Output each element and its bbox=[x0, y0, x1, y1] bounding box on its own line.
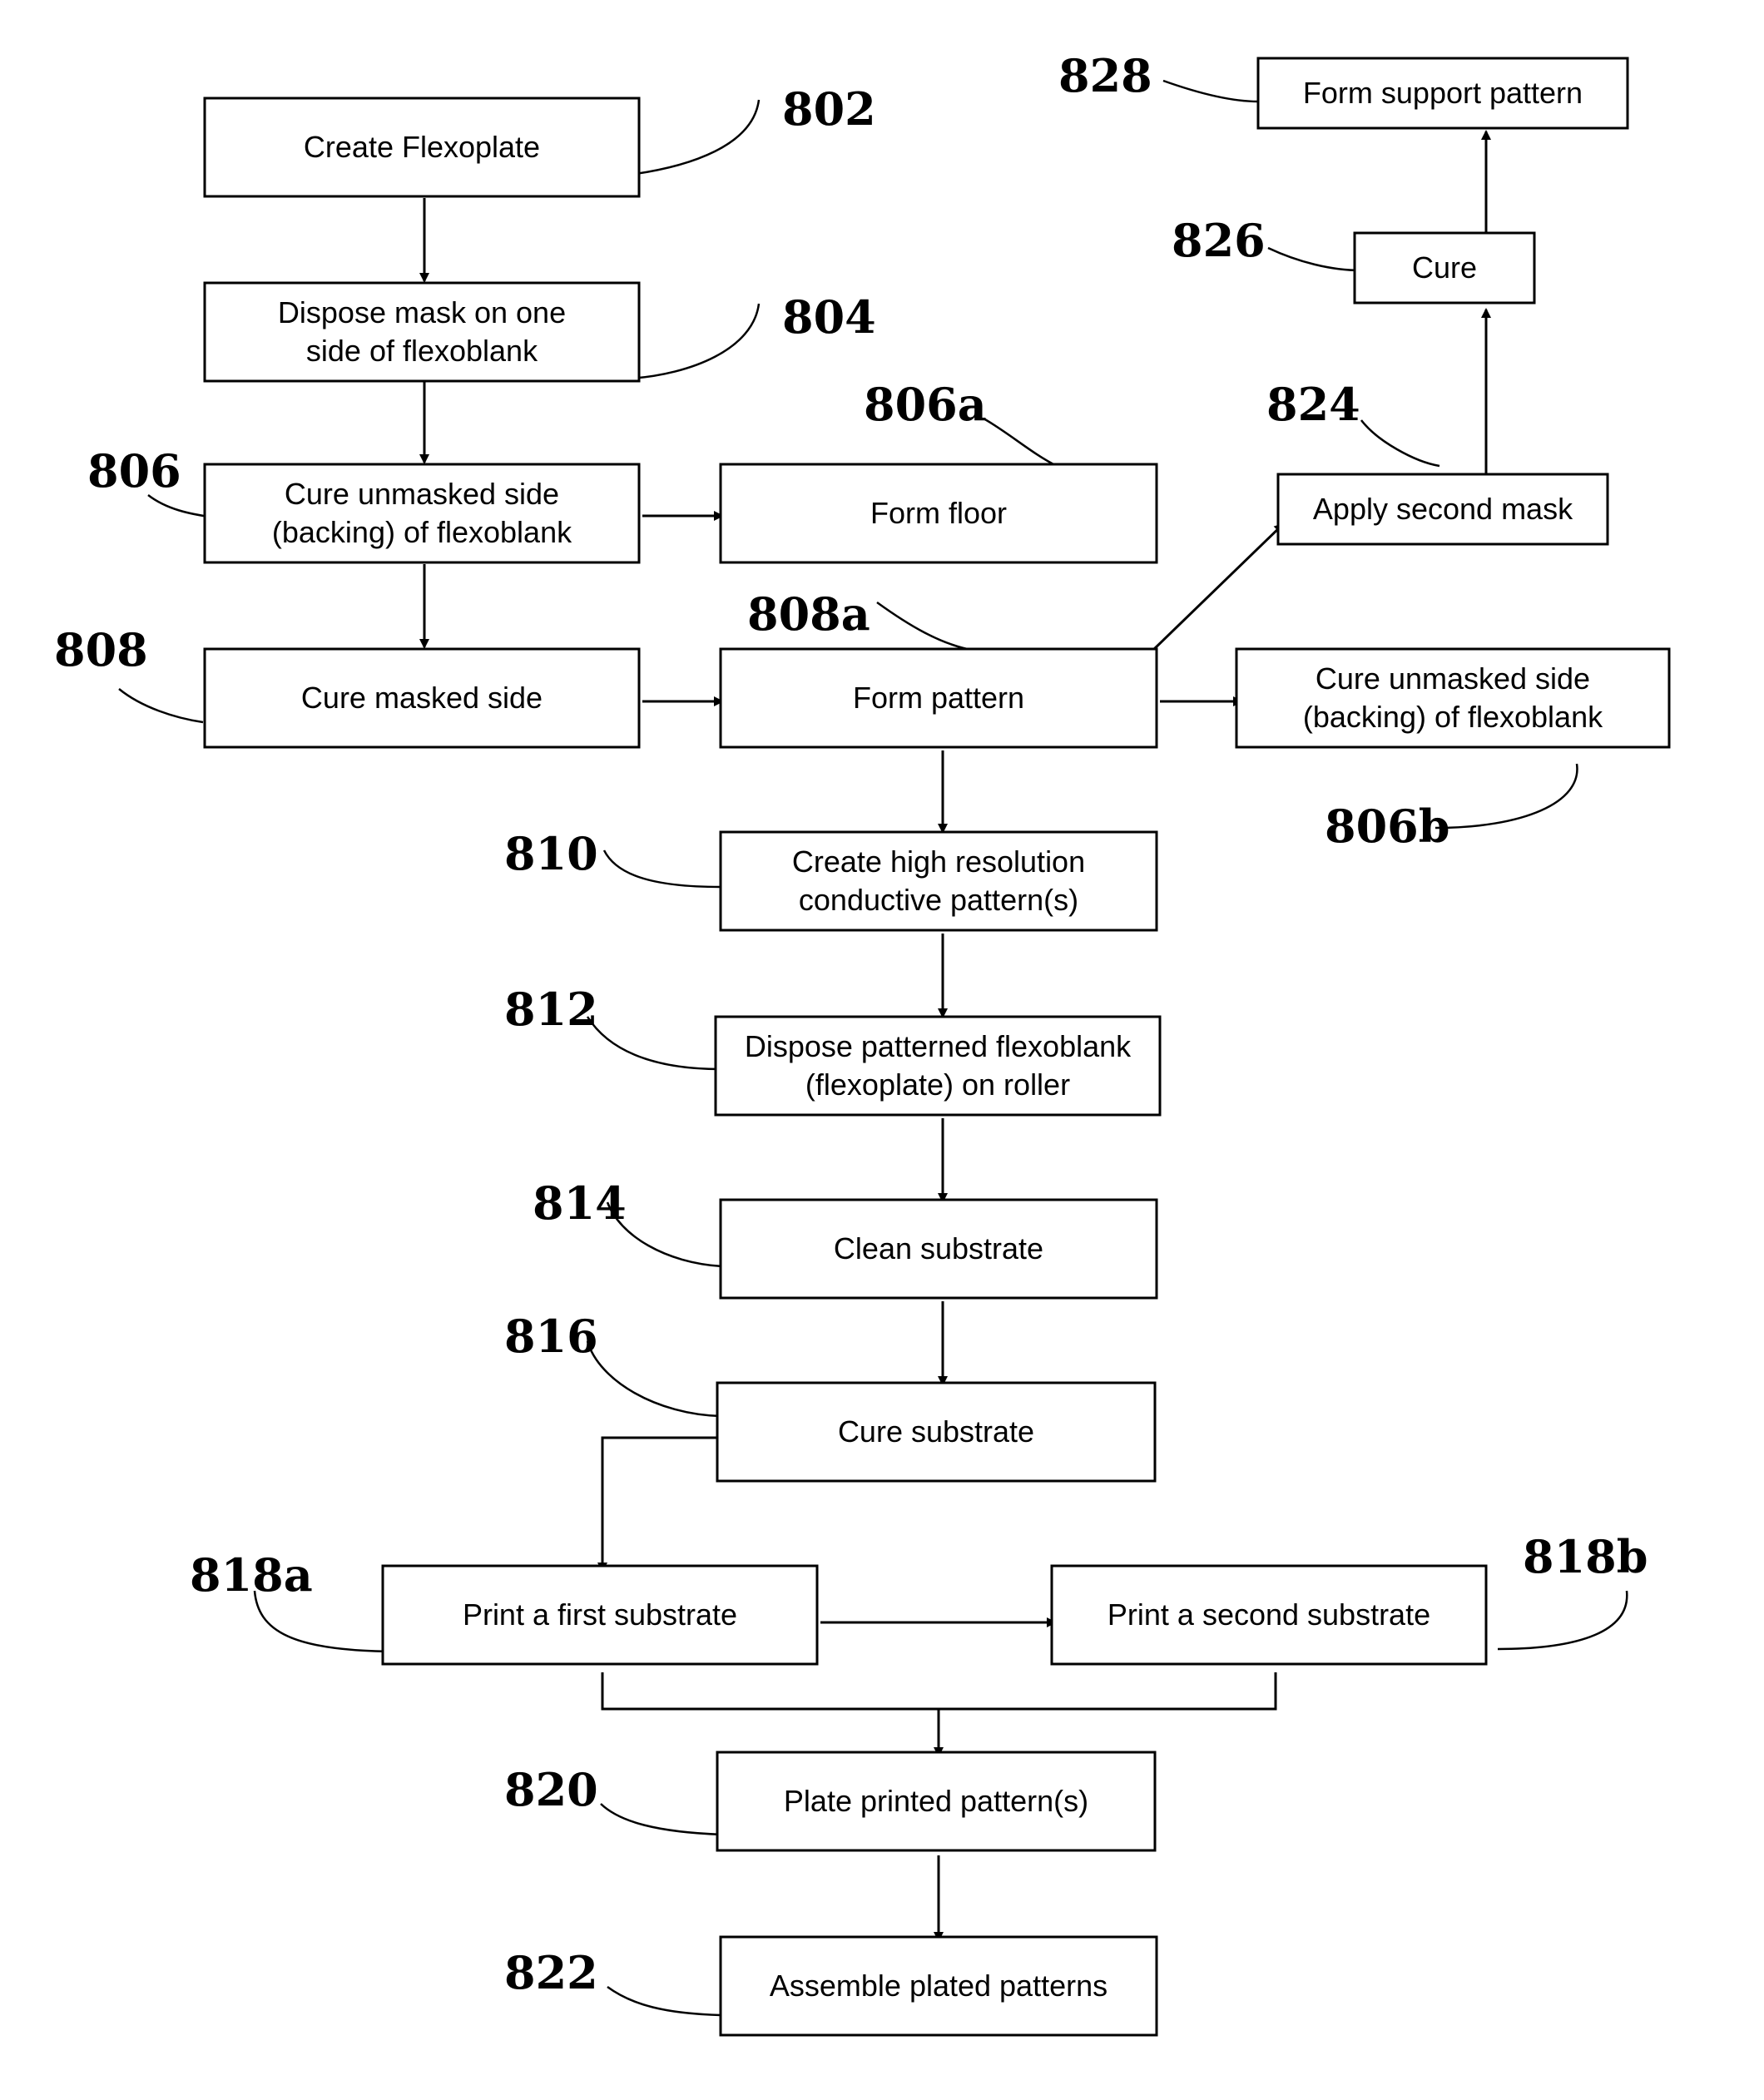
step-label-814-line-1: Clean substrate bbox=[834, 1231, 1043, 1265]
step-box-812: Dispose patterned flexoblank (flexoplate)… bbox=[716, 1017, 1160, 1115]
step-box-810: Create high resolution conductive pattern… bbox=[721, 832, 1157, 930]
step-label-824-line-1: Apply second mask bbox=[1313, 492, 1573, 526]
leader-802 bbox=[630, 100, 759, 175]
step-label-812-line-2: (flexoplate) on roller bbox=[805, 1067, 1070, 1102]
step-box-828: Form support pattern bbox=[1258, 58, 1628, 128]
step-box-820: Plate printed pattern(s) bbox=[717, 1752, 1155, 1850]
step-label-806-line-1: Cure unmasked side bbox=[285, 477, 559, 511]
step-label-806b-line-2: (backing) of flexoblank bbox=[1303, 700, 1603, 734]
step-box-814: Clean substrate bbox=[721, 1200, 1157, 1298]
step-box-802: Create Flexoplate bbox=[205, 98, 639, 196]
step-box-822: Assemble plated patterns bbox=[721, 1937, 1157, 2035]
leader-816 bbox=[587, 1341, 721, 1416]
ref-numeral-808: 808 bbox=[54, 623, 148, 676]
ref-numeral-828: 828 bbox=[1058, 49, 1152, 102]
step-box-816: Cure substrate bbox=[717, 1383, 1155, 1481]
step-label-816-line-1: Cure substrate bbox=[838, 1414, 1034, 1449]
step-label-828-line-1: Form support pattern bbox=[1303, 76, 1583, 110]
step-box-818a: Print a first substrate bbox=[383, 1566, 817, 1664]
ref-numeral-806b: 806b bbox=[1325, 800, 1449, 853]
step-label-810-line-1: Create high resolution bbox=[792, 844, 1085, 879]
step-label-818b-line-1: Print a second substrate bbox=[1107, 1597, 1430, 1632]
step-label-808-line-1: Cure masked side bbox=[301, 681, 543, 715]
arrow-816-to-818a bbox=[602, 1438, 721, 1571]
step-label-826-line-1: Cure bbox=[1412, 250, 1477, 285]
ref-numeral-824: 824 bbox=[1266, 378, 1360, 431]
step-box-806: Cure unmasked side (backing) of flexoblan… bbox=[205, 464, 639, 562]
ref-numeral-818b: 818b bbox=[1523, 1530, 1648, 1583]
ref-numeral-816: 816 bbox=[504, 1310, 598, 1363]
step-box-818b: Print a second substrate bbox=[1052, 1566, 1486, 1664]
step-label-808a-line-1: Form pattern bbox=[853, 681, 1024, 715]
step-box-806b: Cure unmasked side (backing) of flexoblan… bbox=[1236, 649, 1669, 747]
step-label-812-line-1: Dispose patterned flexoblank bbox=[745, 1029, 1132, 1063]
leader-828 bbox=[1163, 81, 1258, 102]
ref-numeral-810: 810 bbox=[504, 827, 598, 880]
leader-824 bbox=[1361, 420, 1439, 466]
step-label-806b-line-1: Cure unmasked side bbox=[1316, 661, 1590, 696]
leader-808 bbox=[119, 689, 203, 722]
step-box-808a: Form pattern bbox=[721, 649, 1157, 747]
step-box-808: Cure masked side bbox=[205, 649, 639, 747]
step-label-820-line-1: Plate printed pattern(s) bbox=[784, 1784, 1088, 1818]
ref-numeral-806: 806 bbox=[87, 444, 181, 498]
leader-820 bbox=[601, 1804, 722, 1835]
leader-812 bbox=[587, 1017, 721, 1069]
ref-numeral-818a: 818a bbox=[190, 1548, 313, 1602]
step-box-824: Apply second mask bbox=[1278, 474, 1608, 544]
step-box-804: Dispose mask on one side of flexoblank bbox=[205, 283, 639, 381]
leader-806b bbox=[1435, 764, 1577, 828]
step-label-806-line-2: (backing) of flexoblank bbox=[272, 515, 572, 549]
ref-numeral-814: 814 bbox=[533, 1176, 627, 1230]
merge-818-bracket bbox=[602, 1672, 1276, 1709]
arrow-808a-to-824 bbox=[1152, 524, 1283, 651]
ref-numeral-802: 802 bbox=[782, 82, 876, 136]
step-box-826: Cure bbox=[1355, 233, 1534, 303]
leader-818b bbox=[1498, 1591, 1627, 1649]
step-label-802-line-1: Create Flexoplate bbox=[304, 130, 540, 164]
leader-808a bbox=[877, 602, 975, 651]
step-label-804-line-2: side of flexoblank bbox=[306, 334, 538, 368]
ref-numeral-808a: 808a bbox=[747, 587, 870, 641]
leader-806a bbox=[984, 419, 1057, 466]
step-label-822-line-1: Assemble plated patterns bbox=[770, 1969, 1107, 2003]
leader-826 bbox=[1268, 248, 1361, 270]
leader-810 bbox=[604, 850, 721, 887]
step-label-818a-line-1: Print a first substrate bbox=[463, 1597, 737, 1632]
step-label-806a-line-1: Form floor bbox=[870, 496, 1007, 530]
step-label-804-line-1: Dispose mask on one bbox=[278, 295, 566, 329]
step-box-806a: Form floor bbox=[721, 464, 1157, 562]
leader-804 bbox=[630, 304, 759, 379]
ref-numeral-806a: 806a bbox=[864, 378, 987, 431]
leader-822 bbox=[607, 1987, 721, 2015]
ref-numeral-804: 804 bbox=[782, 290, 876, 344]
ref-numeral-826: 826 bbox=[1172, 214, 1266, 267]
ref-numeral-822: 822 bbox=[504, 1946, 598, 1999]
ref-numeral-812: 812 bbox=[504, 983, 598, 1036]
step-label-810-line-2: conductive pattern(s) bbox=[799, 883, 1078, 917]
ref-numeral-820: 820 bbox=[504, 1763, 598, 1816]
process-boxes: Create FlexoplateDispose mask on one side… bbox=[205, 58, 1669, 2035]
